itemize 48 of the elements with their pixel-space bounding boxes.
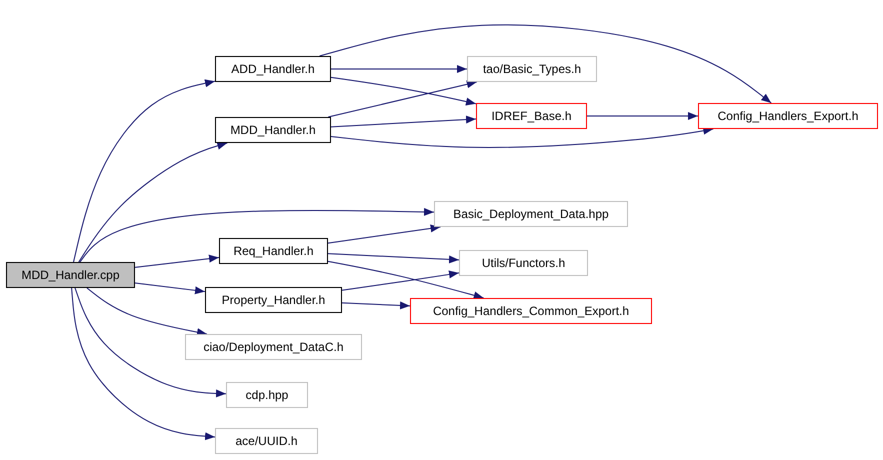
arrow (86, 288, 208, 336)
file-box (698, 103, 878, 129)
arrow (342, 270, 460, 291)
arrow (80, 208, 434, 262)
file-box (185, 334, 362, 360)
arrow (328, 253, 460, 264)
arrow (78, 142, 228, 262)
file-box (434, 201, 628, 227)
file-box (215, 428, 318, 454)
file-name: ADD_Handler.h (231, 62, 315, 76)
file-box (459, 250, 588, 276)
arrow (74, 288, 226, 398)
arrow (319, 24, 772, 104)
file-name: Req_Handler.h (233, 244, 314, 258)
file-box (215, 56, 331, 82)
arrow (330, 126, 714, 148)
file-box (6, 262, 135, 288)
file-box (410, 298, 652, 324)
file-box (215, 117, 331, 143)
file-name: IDREF_Base.h (491, 109, 572, 123)
file-box (226, 382, 308, 408)
file-name: Config_Handlers_Export.h (718, 109, 858, 123)
file-name: Config_Handlers_Common_Export.h (432, 304, 630, 318)
file-name: ciao/Deployment_DataC.h (203, 340, 344, 354)
arrow (330, 76, 476, 106)
arrow (586, 112, 698, 120)
arrow (71, 288, 216, 440)
file-box (476, 103, 587, 129)
arrow (328, 80, 478, 118)
arrow (330, 65, 468, 73)
file-name: tao/Basic_Types.h (482, 62, 582, 76)
file-box (467, 56, 597, 82)
arrow (134, 282, 206, 294)
arrow (328, 224, 442, 244)
arrow (330, 116, 476, 128)
file-name: ace/UUID.h (235, 434, 298, 448)
file-name: MDD_Handler.h (230, 123, 316, 137)
file-box (205, 287, 342, 313)
arrow (342, 301, 410, 310)
file-name: Utils/Functors.h (482, 256, 566, 270)
file-name: Basic_Deployment_Data.hpp (453, 207, 609, 221)
file-box (219, 238, 328, 264)
arrow (73, 79, 216, 262)
arrow (134, 254, 220, 268)
file-name: Property_Handler.h (222, 293, 326, 307)
file-name: MDD_Handler.cpp (21, 268, 120, 282)
file-name: cdp.hpp (246, 388, 288, 402)
arrow (328, 260, 484, 300)
